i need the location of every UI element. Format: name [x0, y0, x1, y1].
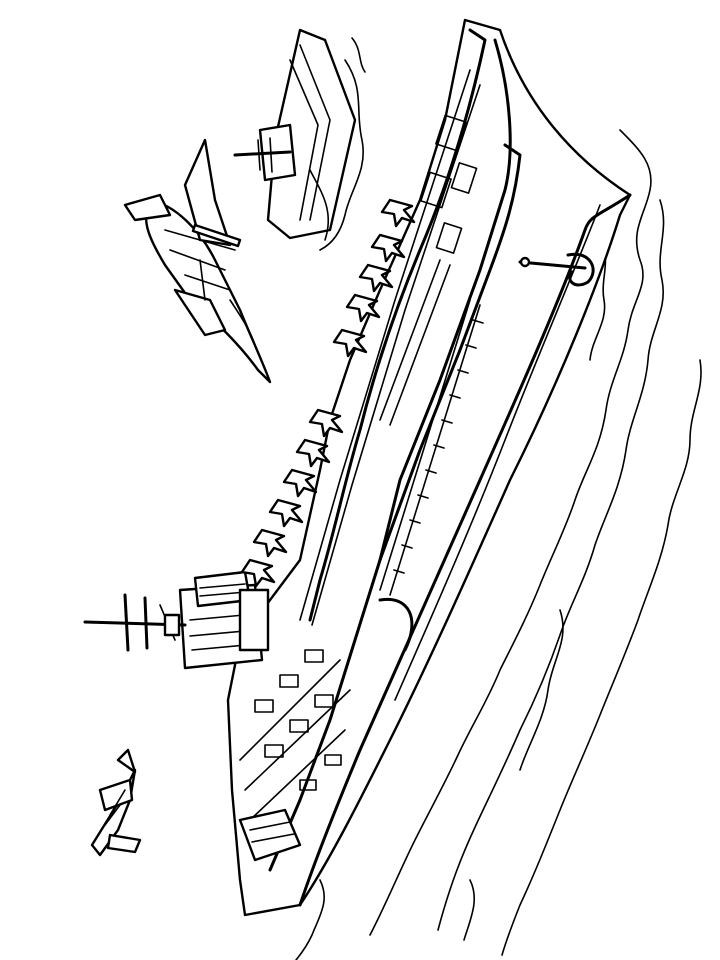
stern-deck-details: [239, 649, 351, 821]
parked-jet: [308, 408, 344, 438]
jet-wing: [106, 833, 142, 854]
carrier-island-tower: [83, 570, 270, 670]
deck-elevator: [450, 162, 478, 194]
escort-ship: [233, 28, 366, 251]
deck-elevator: [435, 222, 463, 254]
deck-elevator: [435, 114, 467, 152]
aircraft-carrier: [226, 18, 632, 917]
hull-waterline: [298, 193, 632, 907]
jet-tail-fin: [123, 193, 172, 222]
parked-jet: [252, 528, 288, 558]
radar-antenna: [163, 613, 181, 637]
jet-wing: [98, 778, 134, 812]
anchor: [518, 252, 595, 287]
hull-curve: [378, 597, 414, 652]
escort-ship-wake: [319, 59, 364, 251]
wave-line: [519, 609, 564, 771]
stern-structure-lines: [249, 821, 295, 843]
parked-jet: [268, 498, 304, 528]
radar-mast-crossbar: [123, 593, 130, 652]
fighter-jet-small: [90, 748, 142, 857]
escort-ship-mast: [257, 137, 273, 173]
catapult-track: [379, 259, 441, 421]
deck-elevator: [420, 171, 452, 209]
flight-deck-edge-inner: [268, 38, 512, 872]
escort-ship-wake: [351, 37, 366, 73]
deck-centerline: [311, 84, 481, 626]
catapult-track: [389, 264, 451, 426]
angled-deck: [378, 143, 522, 562]
sea-waves: [295, 129, 702, 960]
wave-line: [501, 359, 702, 956]
jet-wing: [173, 288, 227, 337]
parked-jet: [370, 233, 406, 263]
fighter-jet-large: [123, 138, 272, 384]
wave-line: [369, 129, 652, 936]
escort-ship-mast: [233, 150, 292, 157]
jet-panel-lines: [104, 789, 126, 826]
parked-jet: [295, 438, 331, 468]
hull-gallery-rungs: [393, 319, 484, 574]
escort-ship-deck: [289, 44, 331, 221]
escort-ship-wake: [309, 169, 330, 241]
parked-jet: [332, 328, 368, 358]
jet-tail-fin: [116, 748, 137, 774]
parked-jet: [380, 198, 416, 228]
parked-jet: [282, 468, 318, 498]
parked-jet: [240, 558, 276, 588]
island-windows: [189, 583, 258, 651]
radar-mast-crossbar: [143, 596, 149, 650]
parked-jet: [358, 263, 394, 293]
wave-line: [295, 879, 325, 960]
wave-line: [437, 199, 665, 931]
wave-line: [463, 879, 476, 941]
parked-jet: [345, 293, 381, 323]
island-deck-block: [238, 588, 270, 652]
parked-aircraft: [240, 198, 416, 588]
deck-centerline: [299, 69, 471, 621]
jet-missile: [191, 223, 242, 248]
jet-panel-lines: [164, 229, 236, 301]
flight-deck-edge: [308, 28, 487, 622]
jet-canopy: [229, 299, 256, 346]
